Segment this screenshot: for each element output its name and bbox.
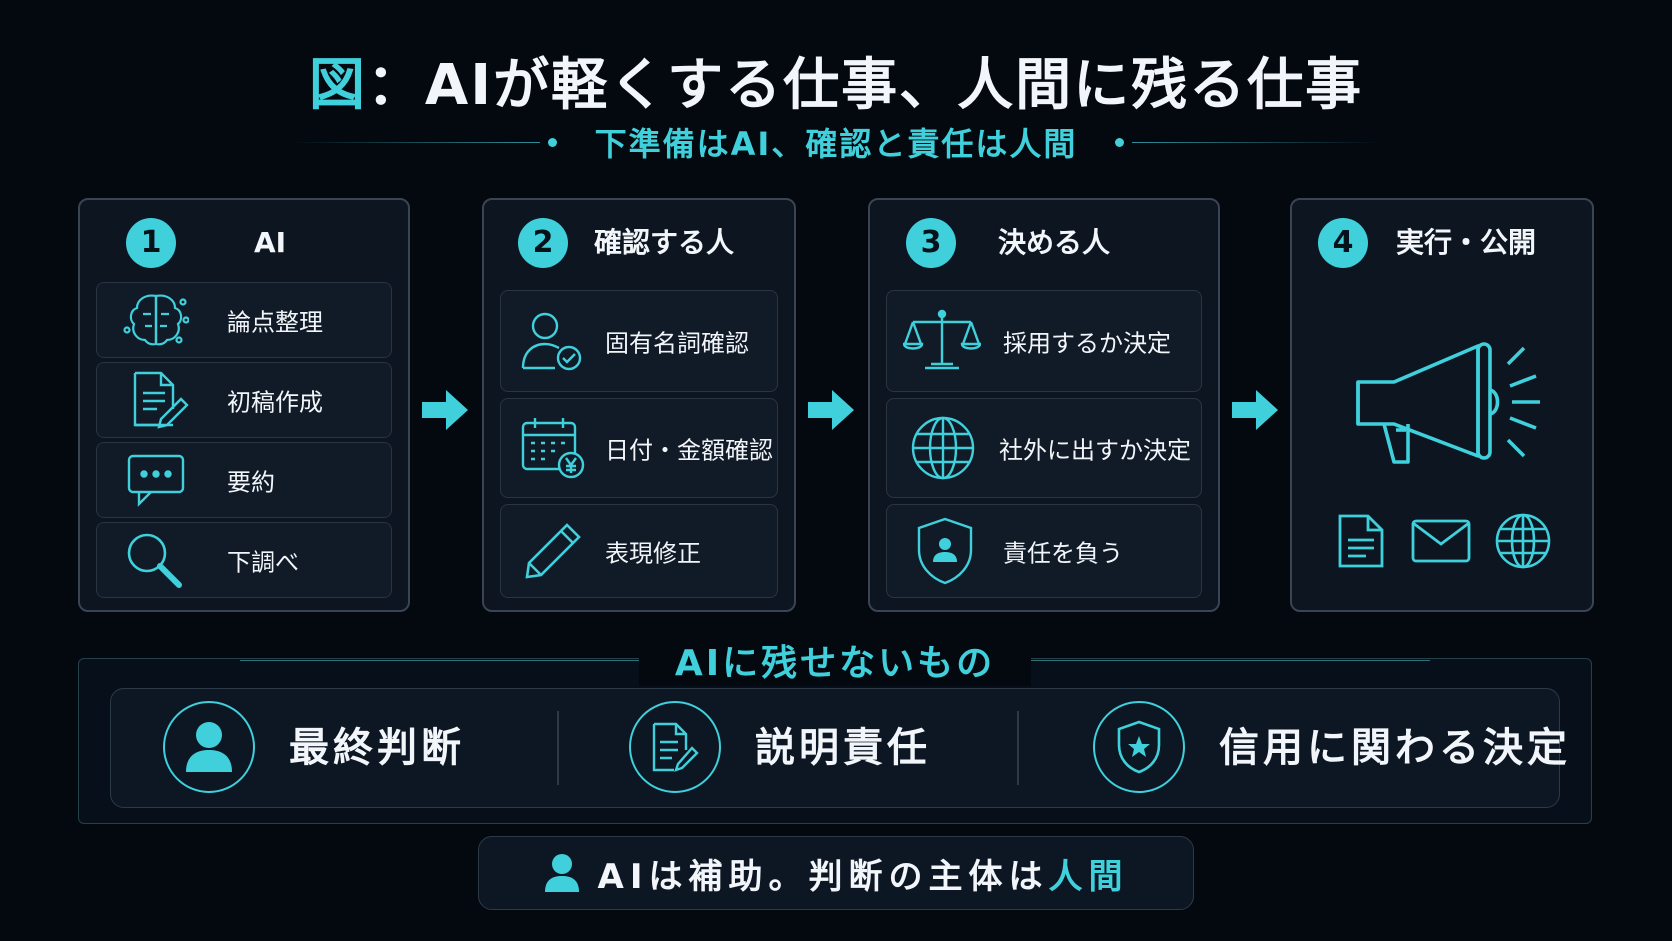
limit-icon-circle [629, 701, 721, 793]
calendar-yen-icon [521, 418, 585, 479]
divider [1017, 711, 1019, 785]
subtitle-line-right [1132, 141, 1382, 143]
list-item-label: 要約 [227, 468, 275, 497]
footer-banner: AIは補助。判断の主体は人間 [478, 836, 1194, 910]
list-item-label: 表現修正 [605, 539, 701, 568]
list-item: 論点整理 [96, 282, 392, 358]
footer-text: AIは補助。判断の主体は人間 [598, 849, 1129, 898]
arrow-right-icon [1232, 390, 1278, 430]
list-item: 表現修正 [500, 504, 778, 598]
list-item: 日付・金額確認 [500, 398, 778, 498]
page-title: 図：AIが軽くする仕事、人間に残る仕事 [0, 40, 1672, 121]
limit-item: 説明責任 [629, 689, 1029, 807]
list-item-label: 日付・金額確認 [605, 436, 773, 465]
limits-title: AIに残せないもの [638, 634, 1032, 686]
globe-icon [1495, 513, 1551, 569]
limits-title-line-left [240, 659, 639, 661]
subtitle-dot-right [1115, 137, 1125, 147]
list-item: 下調べ [96, 522, 392, 598]
document-edit-icon [652, 722, 699, 772]
list-item: 採用するか決定 [886, 290, 1202, 392]
step-number: 3 [906, 218, 956, 268]
list-item: 社外に出すか決定 [886, 398, 1202, 498]
limit-item-label: 最終判断 [289, 725, 465, 771]
list-item: 要約 [96, 442, 392, 518]
list-item-label: 論点整理 [227, 308, 323, 337]
divider [557, 711, 559, 785]
document-edit-icon [133, 371, 189, 429]
shield-star-icon [1117, 720, 1161, 774]
limits-title-row: AIに残せないもの [240, 634, 1431, 686]
step-header: 2 確認する人 [484, 218, 794, 270]
step-label: 実行・公開 [1396, 226, 1537, 259]
limits-list: 最終判断 説明責任 信用に関わる決定 [110, 688, 1567, 808]
step-number: 4 [1318, 218, 1368, 268]
person-icon [186, 722, 232, 772]
arrow-right-icon [808, 390, 854, 430]
subtitle: 下準備はAI、確認と責任は人間 [594, 125, 1078, 163]
subtitle-line-left [290, 141, 540, 143]
title-main: AIが軽くする仕事、人間に残る仕事 [424, 53, 1364, 118]
footer-highlight: 人間 [1048, 856, 1129, 897]
step-label: AI [254, 226, 287, 259]
subtitle-dot-left [547, 137, 557, 147]
footer-text-main: AIは補助。判断の主体は [597, 856, 1049, 897]
limit-item: 信用に関わる決定 [1093, 689, 1567, 807]
list-item-label: 社外に出すか決定 [999, 436, 1191, 465]
limit-icon-circle [1093, 701, 1185, 793]
document-icon [1338, 514, 1384, 568]
brain-icon [123, 294, 189, 346]
list-item: 初稿作成 [96, 362, 392, 438]
list-item: 固有名詞確認 [500, 290, 778, 392]
user-check-icon [521, 312, 582, 371]
subtitle-row: 下準備はAI、確認と責任は人間 [290, 122, 1382, 163]
limit-item-label: 説明責任 [755, 725, 931, 771]
scales-icon [903, 309, 981, 370]
list-item-label: 固有名詞確認 [605, 329, 749, 358]
arrow-right-icon [422, 390, 468, 430]
list-item: 責任を負う [886, 504, 1202, 598]
limit-icon-circle [163, 701, 255, 793]
mail-icon [1411, 519, 1471, 563]
title-colon: ： [366, 53, 425, 118]
list-item-label: 採用するか決定 [1003, 329, 1171, 358]
magnifier-icon [127, 533, 182, 588]
limit-item-label: 信用に関わる決定 [1219, 725, 1571, 771]
limits-title-line-right [1031, 659, 1431, 661]
shield-user-icon [917, 517, 973, 585]
list-item-label: 初稿作成 [227, 388, 323, 417]
step-panel-ai: 1 AI 論点整理 初稿作成 要約 下調べ [78, 198, 410, 612]
step-label: 確認する人 [594, 226, 735, 259]
step-header: 1 AI [80, 218, 408, 270]
chat-bubble-icon [127, 454, 185, 507]
step-header: 3 決める人 [870, 218, 1218, 270]
limit-item: 最終判断 [163, 689, 563, 807]
step-label: 決める人 [998, 226, 1111, 259]
person-icon [544, 854, 579, 892]
step-header: 4 実行・公開 [1292, 218, 1592, 270]
title-prefix: 図 [308, 53, 367, 118]
megaphone-icon [1356, 342, 1540, 464]
globe-icon [911, 416, 975, 480]
step-panel-decider: 3 決める人 採用するか決定 社外に出すか決定 責任を負う [868, 198, 1220, 612]
step-number: 1 [126, 218, 176, 268]
list-item-label: 下調べ [227, 548, 299, 577]
pencil-icon [525, 523, 581, 579]
step-number: 2 [518, 218, 568, 268]
step-panel-publish: 4 実行・公開 [1290, 198, 1594, 612]
list-item-label: 責任を負う [1003, 539, 1123, 568]
step-panel-checker: 2 確認する人 固有名詞確認 日付・金額確認 表現修正 [482, 198, 796, 612]
